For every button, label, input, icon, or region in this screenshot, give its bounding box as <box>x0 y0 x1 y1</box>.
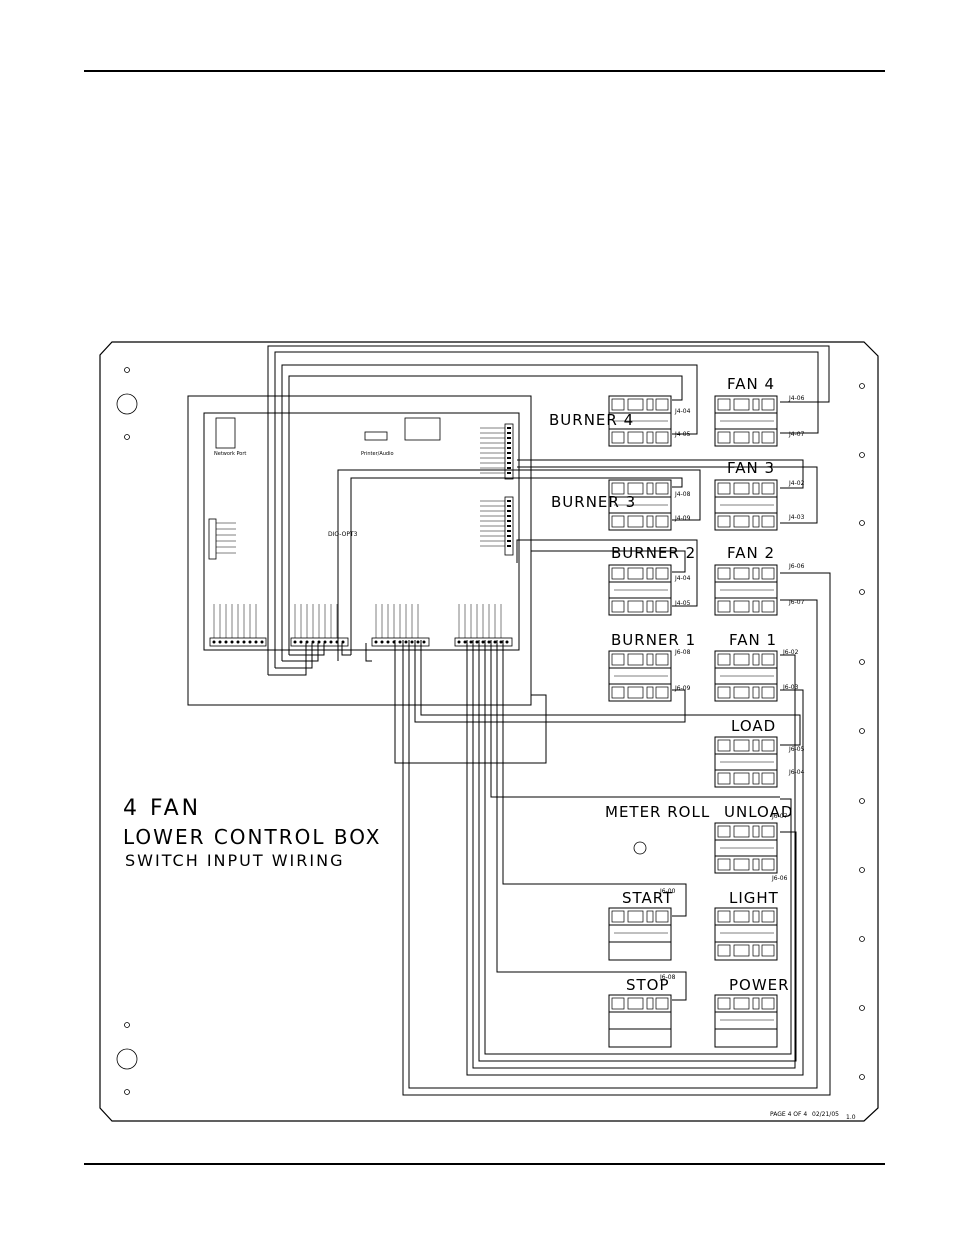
board-right-traces <box>480 427 505 547</box>
meter-roll-indicator <box>633 841 647 855</box>
wire-label-burner2-a: J4-04 <box>674 575 691 582</box>
board-right-pins <box>507 427 511 547</box>
printer-header-label: Printer/Audio <box>361 451 394 457</box>
wire-label-burner1-b: J6-09 <box>674 685 691 692</box>
wire-label-fan1-b: J6-03 <box>782 684 799 691</box>
panel-outline <box>99 341 879 1122</box>
mounting-plate <box>187 395 532 706</box>
wire-label-stop: J6-08 <box>659 974 676 981</box>
board-label: DIO-OPT3 <box>328 531 358 538</box>
board-left-traces <box>216 522 236 554</box>
wire-label-start: J6-00 <box>659 888 676 895</box>
top-rule <box>84 70 885 72</box>
wire-label-burner4-b: J4-05 <box>674 431 691 438</box>
label-fan1: FAN 1 <box>729 631 777 649</box>
footer-rev: 1.0 <box>846 1114 856 1121</box>
diagram-title-line3: SWITCH INPUT WIRING <box>125 851 344 870</box>
footer-page: PAGE 4 OF 4 <box>770 1111 807 1118</box>
network-port-label: Network Port <box>214 451 246 457</box>
switch-blocks <box>608 395 778 1048</box>
label-burner1: BURNER 1 <box>611 631 696 649</box>
diagram-title-line1: 4 FAN <box>123 796 201 821</box>
wire-label-fan2-a: J6-06 <box>788 563 805 570</box>
wire-label-fan2-b: J6-07 <box>788 599 805 606</box>
terminal-traces <box>213 604 502 638</box>
label-burner4: BURNER 4 <box>549 411 634 429</box>
bottom-rule <box>84 1163 885 1165</box>
label-stop: STOP <box>626 976 670 994</box>
terminal-pins <box>212 640 509 644</box>
label-fan2: FAN 2 <box>727 544 775 562</box>
switch-contacts <box>611 398 775 1010</box>
footer-date: 02/21/05 <box>812 1111 839 1118</box>
label-burner3: BURNER 3 <box>551 493 636 511</box>
wire-label-burner3-a: J4-08 <box>674 491 691 498</box>
label-fan3: FAN 3 <box>727 459 775 477</box>
wire-label-load-b: J6-04 <box>788 769 805 776</box>
wires <box>188 345 831 1096</box>
wire-label-fan1-a: J6-02 <box>782 649 799 656</box>
memory-module <box>404 417 441 441</box>
wire-label-burner2-b: J4-05 <box>674 600 691 607</box>
label-start: START <box>622 889 673 907</box>
wire-label-burner1-a: J6-08 <box>674 649 691 656</box>
diagram-title-line2: LOWER CONTROL BOX <box>123 825 381 849</box>
label-burner2: BURNER 2 <box>611 544 696 562</box>
wire-label-burner4-a: J4-04 <box>674 408 691 415</box>
wire-label-fan3-b: J4-03 <box>788 514 805 521</box>
mounting-holes <box>116 367 865 1095</box>
control-board <box>203 412 520 651</box>
label-meter-roll: METER ROLL <box>605 803 710 821</box>
label-load: LOAD <box>731 717 776 735</box>
printer-header <box>364 431 388 441</box>
board-connector-left <box>208 518 217 560</box>
board-connector-right-top <box>504 423 514 480</box>
wire-label-unload-a: J6-07 <box>771 813 788 820</box>
switch-middle-strips <box>614 420 774 1021</box>
label-unload: UNLOAD <box>724 803 793 821</box>
wire-label-burner3-b: J4-09 <box>674 515 691 522</box>
label-power: POWER <box>729 976 790 994</box>
network-port <box>215 417 236 449</box>
label-fan4: FAN 4 <box>727 375 775 393</box>
wire-label-fan4-a: J4-06 <box>788 395 805 402</box>
wire-label-unload-b: J6-06 <box>771 875 788 882</box>
wire-label-load-a: J6-05 <box>788 746 805 753</box>
label-light: LIGHT <box>729 889 779 907</box>
wire-label-fan4-b: J4-07 <box>788 431 805 438</box>
wire-label-fan3-a: J4-02 <box>788 480 805 487</box>
